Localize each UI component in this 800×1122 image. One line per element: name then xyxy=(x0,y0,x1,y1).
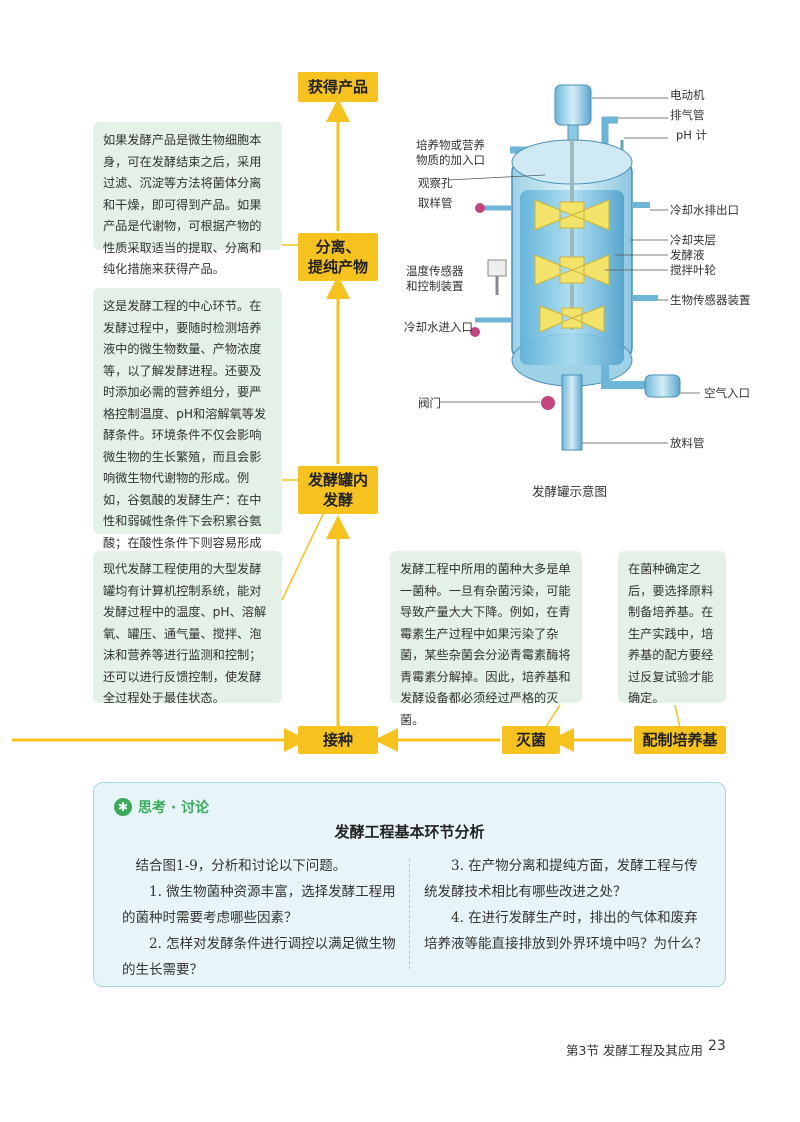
flow-step-sterilize-label: 灭菌 xyxy=(515,731,546,749)
think-discuss-box: ✱ 思考 · 讨论 发酵工程基本环节分析 结合图1-9，分析和讨论以下问题。 1… xyxy=(93,782,726,987)
label-broth: 发酵液 xyxy=(670,248,705,262)
lightbulb-icon: ✱ xyxy=(114,798,132,816)
note-separate: 如果发酵产品是微生物细胞本身，可在发酵结束之后，采用过滤、沉淀等方法将菌体分离和… xyxy=(93,122,282,276)
note-sterilize-text: 发酵工程中所用的菌种大多是单一菌种。一旦有杂菌污染，可能导致产量大大下降。例如，… xyxy=(400,562,571,727)
note-separate-text: 如果发酵产品是微生物细胞本身，可在发酵结束之后，采用过滤、沉淀等方法将菌体分离和… xyxy=(103,133,262,276)
flow-arrows xyxy=(12,98,681,752)
label-motor: 电动机 xyxy=(670,88,705,102)
page-number: 23 xyxy=(708,1038,726,1054)
label-discharge: 放料管 xyxy=(670,436,705,450)
think-header: ✱ 思考 · 讨论 xyxy=(114,797,209,817)
think-question-2: 2. 怎样对发酵条件进行调控以满足微生物的生长需要？ xyxy=(122,936,396,978)
label-ph: pH 计 xyxy=(676,128,708,142)
fermenter-diagram xyxy=(440,84,700,451)
label-biosensor: 生物传感器装置 xyxy=(670,293,751,307)
label-jacket: 冷却夹层 xyxy=(670,233,716,247)
label-temp: 温度传感器 和控制装置 xyxy=(406,264,464,293)
flow-step-separate-label: 分离、 提纯产物 xyxy=(307,238,368,276)
label-exhaust: 排气管 xyxy=(670,108,705,122)
flow-step-product-label: 获得产品 xyxy=(307,78,368,96)
think-left-column: 结合图1-9，分析和讨论以下问题。 1. 微生物菌种资源丰富，选择发酵工程用的菌… xyxy=(122,853,402,983)
think-right-column: 3. 在产物分离和提纯方面，发酵工程与传统发酵技术相比有哪些改进之处？ 4. 在… xyxy=(424,853,709,957)
flow-step-inoculate-label: 接种 xyxy=(322,731,353,749)
flow-step-sterilize: 灭菌 xyxy=(502,726,560,754)
label-sample: 取样管 xyxy=(418,196,453,210)
think-question-4: 4. 在进行发酵生产时，排出的气体和废弃培养液等能直接排放到外界环境中吗？为什么… xyxy=(424,910,708,952)
flow-step-medium: 配制培养基 xyxy=(634,726,726,754)
note-medium-text: 在菌种确定之后，要选择原料制备培养基。在生产实践中，培养基的配方要经过反复试验才… xyxy=(628,562,714,705)
footer-section: 第3节 发酵工程及其应用 xyxy=(566,1043,703,1058)
label-cool-in: 冷却水进入口 xyxy=(404,320,473,334)
label-window: 观察孔 xyxy=(418,176,453,190)
note-sterilize: 发酵工程中所用的菌种大多是单一菌种。一旦有杂菌污染，可能导致产量大大下降。例如，… xyxy=(390,551,582,727)
flow-step-medium-label: 配制培养基 xyxy=(642,731,718,749)
flow-step-ferment: 发酵罐内 发酵 xyxy=(298,466,378,514)
think-intro: 结合图1-9，分析和讨论以下问题。 xyxy=(135,858,347,874)
flow-step-inoculate: 接种 xyxy=(298,726,378,754)
note-medium: 在菌种确定之后，要选择原料制备培养基。在生产实践中，培养基的配方要经过反复试验才… xyxy=(618,551,726,705)
label-valve: 阀门 xyxy=(418,396,441,410)
label-cool-out: 冷却水排出口 xyxy=(670,203,739,217)
note-control: 现代发酵工程使用的大型发酵罐均有计算机控制系统，能对发酵过程中的温度、pH、溶解… xyxy=(93,551,282,705)
note-ferment-text: 这是发酵工程的中心环节。在发酵过程中，要随时检测培养液中的微生物数量、产物浓度等… xyxy=(103,299,267,571)
note-control-text: 现代发酵工程使用的大型发酵罐均有计算机控制系统，能对发酵过程中的温度、pH、溶解… xyxy=(103,562,267,705)
label-feed: 培养物或营养 物质的加入口 xyxy=(416,138,485,167)
think-question-1: 1. 微生物菌种资源丰富，选择发酵工程用的菌种时需要考虑哪些因素？ xyxy=(122,884,396,926)
flow-step-ferment-label: 发酵罐内 发酵 xyxy=(307,471,368,509)
flow-step-separate: 分离、 提纯产物 xyxy=(298,233,378,281)
label-impeller: 搅拌叶轮 xyxy=(670,263,716,277)
think-question-3: 3. 在产物分离和提纯方面，发酵工程与传统发酵技术相比有哪些改进之处？ xyxy=(424,858,698,900)
label-air-in: 空气入口 xyxy=(704,386,750,400)
flow-step-product: 获得产品 xyxy=(298,72,378,102)
note-ferment: 这是发酵工程的中心环节。在发酵过程中，要随时检测培养液中的微生物数量、产物浓度等… xyxy=(93,288,282,571)
column-divider xyxy=(409,859,410,969)
diagram-caption: 发酵罐示意图 xyxy=(532,484,608,499)
think-header-label: 思考 · 讨论 xyxy=(138,800,210,816)
think-title: 发酵工程基本环节分析 xyxy=(334,823,485,841)
